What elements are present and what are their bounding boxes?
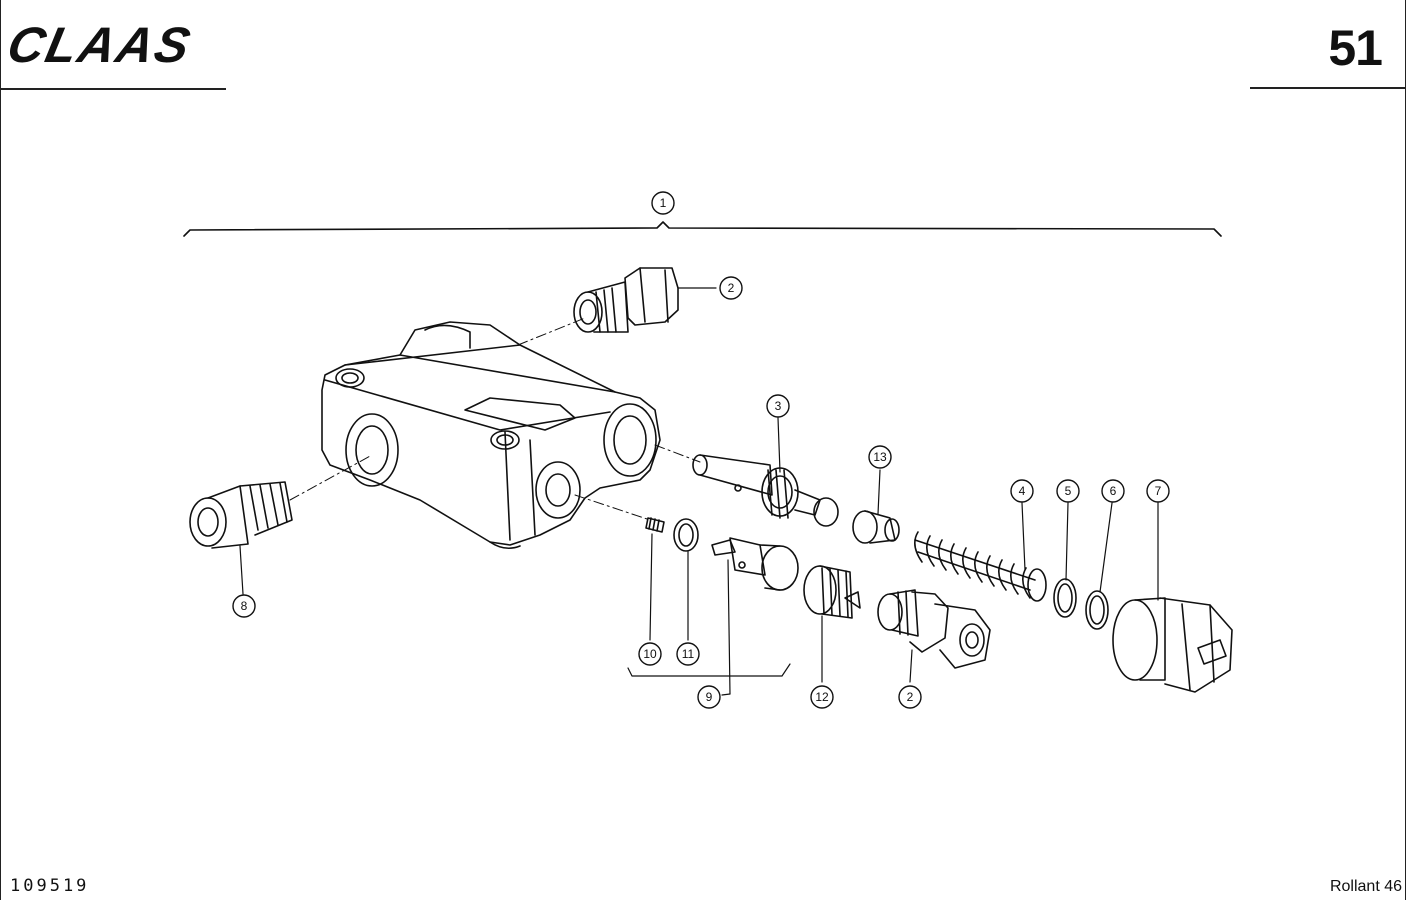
leader-lines [239, 287, 1159, 696]
callout-1: 1 [651, 191, 675, 215]
callout-9: 9 [697, 685, 721, 709]
claas-logo: CLAAS [10, 20, 197, 70]
assembly-bracket [183, 221, 1222, 237]
part-2-fitting-top [573, 267, 679, 333]
part-13-plug [852, 510, 900, 544]
header-rule-left [0, 88, 226, 90]
callout-11-label: 11 [682, 647, 695, 661]
callout-4: 4 [1010, 479, 1034, 503]
callout-13-label: 13 [873, 450, 887, 464]
part-2-fitting-bottom [877, 589, 991, 669]
callout-2-bottom: 2 [898, 685, 922, 709]
callout-8: 8 [232, 594, 256, 618]
callout-6-label: 6 [1110, 484, 1117, 498]
callout-7-label: 7 [1155, 484, 1162, 498]
part-5-washer-inner [1057, 583, 1073, 613]
callout-2-top: 2 [719, 276, 743, 300]
callout-5: 5 [1056, 479, 1080, 503]
callout-2-bottom-label: 2 [907, 690, 914, 704]
part-11-o-ring [673, 518, 699, 552]
valve-body [321, 321, 661, 550]
callout-10-label: 10 [643, 647, 657, 661]
claas-logo-text: CLAAS [10, 20, 197, 70]
callout-8-label: 8 [241, 599, 248, 613]
part-11-o-ring-inner [678, 523, 694, 547]
callout-12: 12 [810, 685, 834, 709]
part-6-washer-inner [1089, 595, 1105, 625]
part-6-washer [1085, 590, 1109, 630]
page-border-left [0, 0, 1, 900]
callout-5-label: 5 [1065, 484, 1072, 498]
callout-7: 7 [1146, 479, 1170, 503]
part-5-washer [1053, 578, 1077, 618]
part-8-fitting [189, 481, 293, 549]
callout-1-label: 1 [660, 196, 667, 210]
callout-3-label: 3 [775, 399, 782, 413]
centre-lines [289, 317, 701, 521]
callout-12-label: 12 [815, 690, 829, 704]
part-9-valve-insert [711, 537, 799, 591]
callout-3: 3 [766, 394, 790, 418]
model-name: Rollant 46 [1329, 878, 1402, 895]
callout-2-top-label: 2 [728, 281, 735, 295]
drawing-number: 109519 [10, 876, 90, 896]
part-3-spool [692, 454, 839, 527]
page-number: 51 [1328, 20, 1383, 76]
callout-10: 10 [638, 642, 662, 666]
callout-11: 11 [676, 642, 700, 666]
callout-6: 6 [1101, 479, 1125, 503]
page-border-right [1405, 0, 1406, 900]
callout-9-label: 9 [706, 690, 713, 704]
part-7-cap-nut [1112, 597, 1233, 693]
callout-4-label: 4 [1019, 484, 1026, 498]
part-4-spring [914, 531, 1047, 602]
callout-13: 13 [868, 445, 892, 469]
part-10-spring [645, 517, 665, 533]
part-12-threaded-bush [803, 565, 861, 619]
header-rule-right [1250, 87, 1405, 89]
